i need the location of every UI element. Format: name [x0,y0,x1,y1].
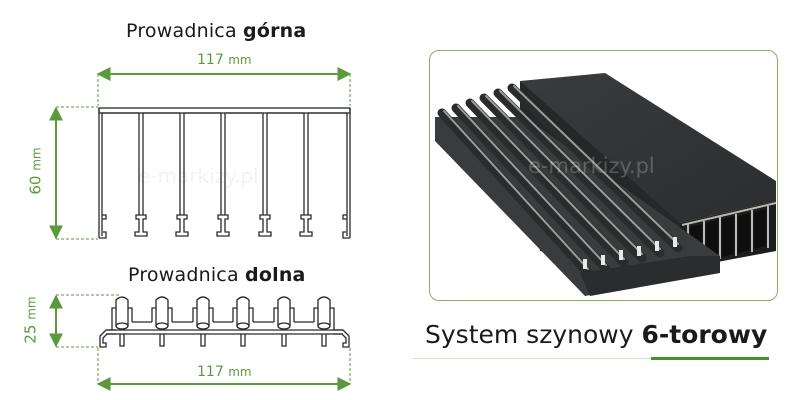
drawing-watermark: e-markizy.pl [138,164,259,188]
upper-rail-title-regular: Prowadnica [126,20,244,42]
lower-rail-profile [99,296,350,348]
caption-accent-underline [651,357,769,360]
upper-width-label: 117 mm [197,52,252,68]
lower-rail-title-regular: Prowadnica [128,264,246,286]
caption-regular: System szynowy [425,320,642,349]
system-caption: System szynowy 6-torowy [425,320,767,349]
photo-watermark: e-markizy.pl [528,154,655,178]
lower-rail-photo [435,83,720,296]
upper-width-value: 117 [197,52,224,68]
upper-rail-profile [98,107,351,239]
caption-bold: 6-torowy [641,320,768,349]
lower-width-dimension [96,348,352,391]
upper-width-unit: mm [228,53,252,67]
lower-height-dimension [49,294,120,348]
lower-rail-title: Prowadnica dolna [128,264,306,286]
lower-width-value: 117 [197,364,224,380]
lower-rail-title-bold: dolna [245,264,306,286]
upper-rail-title: Prowadnica górna [126,20,306,42]
caption-underline [413,358,653,359]
product-photo: e-markizy.pl [429,50,778,301]
lower-width-unit: mm [228,365,252,379]
lower-rail-fins [111,296,335,347]
upper-rail-title-bold: górna [243,20,307,42]
upper-height-dimension [49,106,98,240]
upper-width-dimension [96,67,352,106]
lower-width-label: 117 mm [197,364,252,380]
rail-system-illustration [435,73,777,296]
